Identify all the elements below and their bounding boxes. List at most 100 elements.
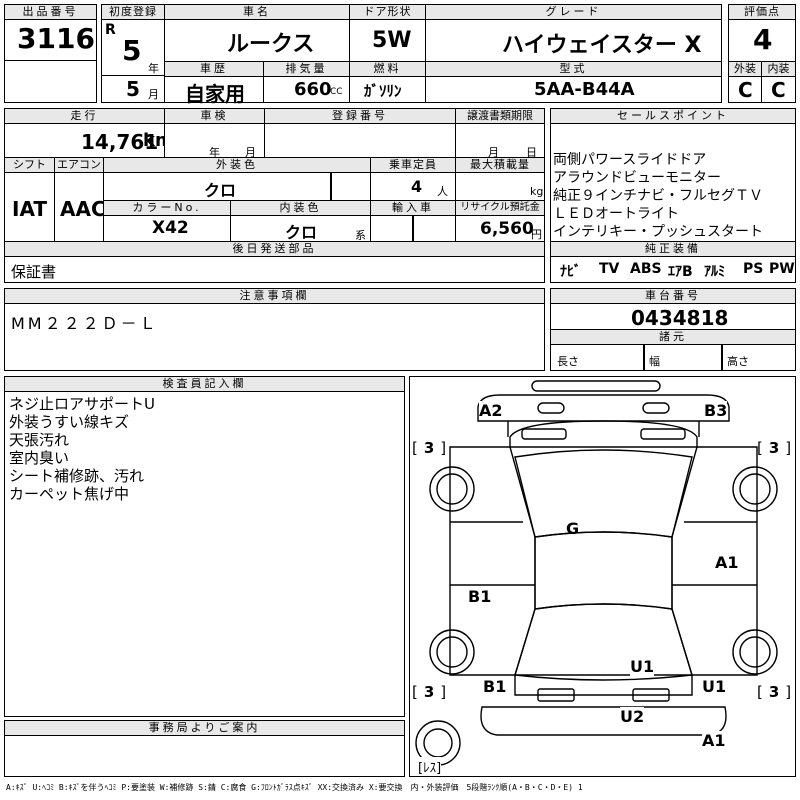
- sales-point: ＬＥＤオートライト: [553, 206, 679, 222]
- later-label: 後日発送部品: [4, 241, 545, 257]
- office-cell: [4, 735, 405, 777]
- damage-mark: A2: [479, 401, 503, 420]
- tire-tread-rear-right: [3]: [757, 683, 792, 701]
- transfer-cell: 月 日: [455, 123, 545, 159]
- car-diagram-panel: A2 B3 G A1 B1 U1 B1 U1 U2 A1 [3] [3] [3]…: [409, 376, 796, 777]
- int-score-cell: C: [761, 76, 796, 103]
- sales-label: セールスポイント: [550, 108, 796, 124]
- rear-right-wheel-shape: [732, 629, 778, 675]
- recycle-cell: 6,560 円: [455, 215, 545, 242]
- rear-bumper-shape: [480, 706, 727, 736]
- front-panel-shape: [477, 394, 730, 422]
- grade-label: グレード: [425, 4, 722, 20]
- legend: A:ｷｽﾞ U:ﾍｺﾐ B:ｷｽﾞを伴うﾍｺﾐ P:要塗装 W:補修跡 S:錆 …: [6, 783, 583, 792]
- year-unit: 年: [148, 62, 159, 75]
- colorno: X42: [152, 218, 189, 238]
- inspector-cell: ネジ止ロアサポートU 外装うすい線キズ 天張汚れ 室内臭い シート補修跡、汚れ …: [4, 391, 405, 717]
- inspector-line: 外装うすい線キズ: [9, 413, 130, 431]
- grade: ハイウェイスター X: [502, 33, 702, 58]
- ac-label: エアコン: [54, 157, 104, 173]
- score: 4: [753, 23, 773, 56]
- chassis-label: 車台番号: [550, 288, 796, 304]
- history-label: 車歴: [164, 61, 264, 77]
- damage-mark: A1: [702, 731, 726, 750]
- damage-mark: B3: [704, 401, 728, 420]
- month-unit: 月: [148, 88, 159, 101]
- cc-unit: CC: [330, 87, 343, 97]
- chassis-cell: 0434818: [550, 303, 796, 330]
- score-cell: 4: [728, 19, 796, 62]
- intcolor: クロ: [285, 223, 318, 242]
- equip-label: 純正装備: [550, 241, 796, 257]
- load-cell: kg: [455, 172, 545, 201]
- rear-left-wheel-shape: [429, 629, 475, 675]
- ext-label: 外装: [728, 61, 762, 77]
- recycle-unit: 円: [531, 228, 542, 241]
- reg-month: 5: [126, 77, 140, 101]
- recycle-label: リサイクル預託金: [455, 200, 545, 216]
- later-cell: 保証書: [4, 256, 545, 283]
- inspector-label: 検査員記入欄: [4, 376, 405, 392]
- grade-cell: ハイウェイスター X: [425, 19, 722, 62]
- displacement-cell: 660 CC: [263, 76, 350, 103]
- capacity-label: 乗車定員: [370, 157, 456, 173]
- spec-height: 高さ: [727, 355, 749, 368]
- first-reg-label: 初度登録: [101, 4, 165, 20]
- first-reg-cell: R 5 年: [101, 19, 165, 76]
- import-divider: [412, 215, 414, 242]
- front-left-wheel-shape: [429, 466, 475, 512]
- door: 5W: [372, 28, 412, 53]
- car-name: ルークス: [227, 32, 315, 57]
- notes-cell: MM２２２Ｄ－Ｌ: [4, 303, 545, 371]
- capacity-unit: 人: [437, 185, 448, 198]
- reg-month-cell: 5 月: [101, 75, 165, 103]
- capacity-cell: 4 人: [370, 172, 456, 201]
- equip-item: TV: [599, 261, 620, 277]
- car-name-label: 車名: [164, 4, 350, 20]
- int-score: C: [771, 78, 786, 102]
- front-right-wheel-shape: [732, 466, 778, 512]
- damage-mark: U2: [620, 707, 645, 726]
- recycle: 6,560: [480, 219, 534, 239]
- damage-mark: A1: [715, 553, 739, 572]
- color-label: 外装色: [103, 157, 371, 173]
- model: 5AA-B44A: [534, 79, 635, 100]
- intcolor-unit: 系: [355, 229, 366, 242]
- door-label: ドア形状: [349, 4, 426, 20]
- equip-cell: ﾅﾋﾞ TV ABS ｴｱB ｱﾙﾐ PS PW: [550, 256, 796, 283]
- intcolor-cell: クロ 系: [230, 215, 371, 242]
- colorno-label: カラーNo.: [103, 200, 231, 216]
- inspector-line: シート補修跡、汚れ: [9, 467, 145, 485]
- windshield-shape: [514, 449, 693, 538]
- transfer-label: 譲渡書類期限: [455, 108, 545, 124]
- import-label: 輸入車: [370, 200, 456, 216]
- score-label: 評価点: [728, 4, 796, 20]
- roof-shape: [534, 531, 673, 610]
- equip-item: ﾅﾋﾞ: [560, 264, 581, 280]
- mileage: 14,761: [81, 130, 159, 154]
- sales-point: 両側パワースライドドア: [553, 152, 707, 168]
- shift-cell: IAT: [4, 172, 55, 242]
- car-name-cell: ルークス: [164, 19, 350, 62]
- int-label: 内装: [761, 61, 796, 77]
- load-label: 最大積載量: [455, 157, 545, 173]
- sales-cell: 両側パワースライドドア アラウンドビューモニター 純正９インチナビ・フルセグＴＶ…: [550, 123, 796, 242]
- tire-tread-front-right: [3]: [757, 439, 792, 457]
- tire-tread-rear-left: [3]: [412, 683, 447, 701]
- sales-point: アラウンドビューモニター: [553, 170, 721, 186]
- displacement: 660: [294, 79, 332, 100]
- door-cell: 5W: [349, 19, 426, 62]
- tire-tread-front-left: [3]: [412, 439, 447, 457]
- era: R: [105, 22, 116, 38]
- inspector-line: 天張汚れ: [9, 431, 70, 449]
- history: 自家用: [185, 82, 245, 106]
- car-diagram: [415, 380, 778, 766]
- ac-cell: AAC: [54, 172, 106, 242]
- damage-mark: B1: [483, 677, 507, 696]
- color-divider: [330, 172, 332, 201]
- rear-window-shape: [514, 603, 693, 681]
- lot-no-blank: [4, 60, 97, 103]
- insp-month-unit: 月: [245, 146, 256, 159]
- transfer-month: 月: [488, 146, 499, 159]
- shift: IAT: [12, 197, 48, 221]
